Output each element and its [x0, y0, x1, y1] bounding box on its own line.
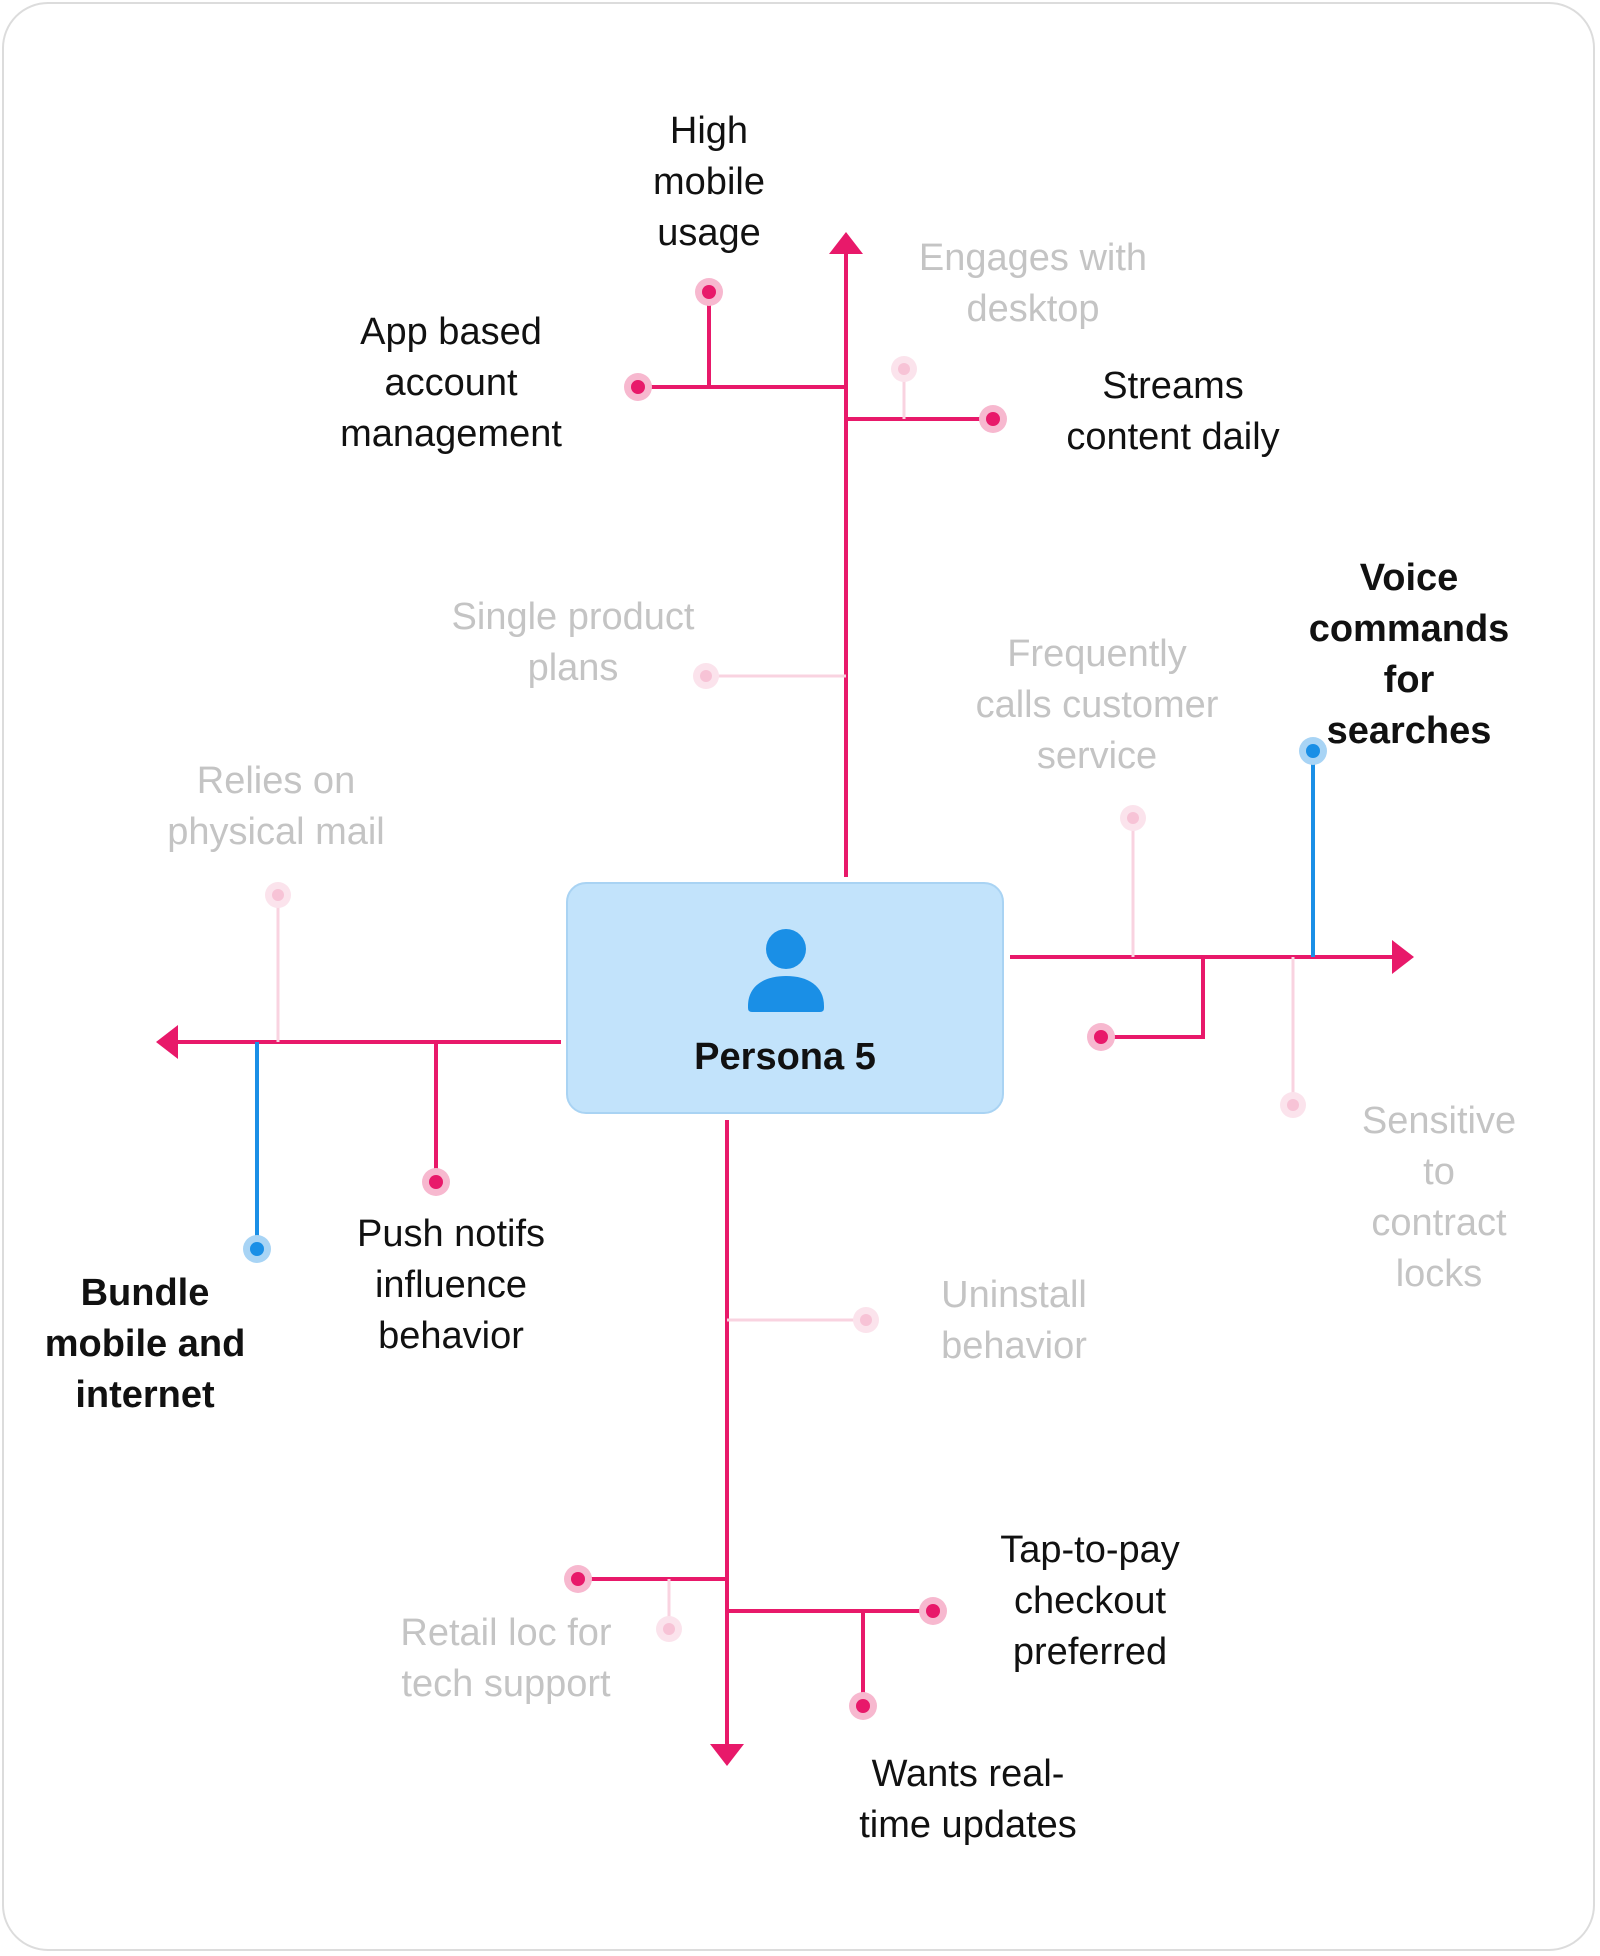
label-tap-to-pay-checkout-preferred: Tap-to-pay checkout preferred	[1000, 1529, 1180, 1673]
label-streams-content-daily: Streams content daily	[1066, 365, 1280, 458]
label-retail-loc-for-tech-support: Retail loc for tech support	[400, 1612, 612, 1705]
top-branch	[624, 232, 1007, 877]
tap-to-pay-dot	[926, 1604, 940, 1618]
left-arrowhead	[156, 1025, 178, 1059]
label-push-notifs-influence-behavior: Push notifs influence behavior	[357, 1213, 545, 1357]
top-arrowhead	[829, 232, 863, 254]
retail-dim-dot	[663, 1623, 675, 1635]
voice-commands-dot	[1306, 744, 1320, 758]
label-wants-real-time-updates: Wants real- time updates	[859, 1753, 1077, 1846]
persona-name: Persona 5	[694, 1036, 876, 1078]
label-sensitive-to-contract-locks: Sensitive to contract locks	[1361, 1100, 1517, 1295]
retail-dot	[571, 1572, 585, 1586]
bottom-arrowhead	[710, 1744, 744, 1766]
frequently-calls-dot	[1127, 812, 1139, 824]
persona-card[interactable]: Persona 5	[566, 882, 1004, 1114]
label-bundle-mobile-and-internet: Bundle mobile and internet	[44, 1272, 246, 1416]
label-app-based-account-management: App based account management	[340, 311, 562, 455]
right-arrowhead	[1392, 940, 1414, 974]
person-icon	[748, 929, 824, 1012]
bottom-branch	[564, 1120, 947, 1766]
unlabeled-connector	[1101, 957, 1205, 1039]
relies-mail-dot	[272, 889, 284, 901]
high-mobile-dot	[702, 285, 716, 299]
streams-dot	[986, 412, 1000, 426]
right-branch	[1010, 737, 1414, 1118]
label-frequently-calls-customer-service: Frequently calls customer service	[975, 633, 1219, 777]
label-uninstall-behavior: Uninstall behavior	[941, 1274, 1087, 1367]
realtime-dot	[856, 1699, 870, 1713]
label-voice-commands-for-searches: Voice commands for searches	[1308, 557, 1510, 752]
sensitive-contract-dot	[1287, 1099, 1299, 1111]
uninstall-dot	[860, 1314, 872, 1326]
left-branch	[156, 882, 561, 1263]
label-engages-with-desktop: Engages with desktop	[918, 237, 1148, 330]
label-high-mobile-usage: High mobile usage	[653, 110, 765, 254]
app-based-dot	[631, 380, 645, 394]
push-notifs-dot	[429, 1175, 443, 1189]
single-product-dot	[700, 670, 712, 682]
engages-dot	[898, 363, 910, 375]
label-relies-on-physical-mail: Relies on physical mail	[167, 760, 385, 853]
bundle-dot	[250, 1242, 264, 1256]
unlabeled-dot	[1094, 1030, 1108, 1044]
label-single-product-plans: Single product plans	[451, 596, 695, 689]
